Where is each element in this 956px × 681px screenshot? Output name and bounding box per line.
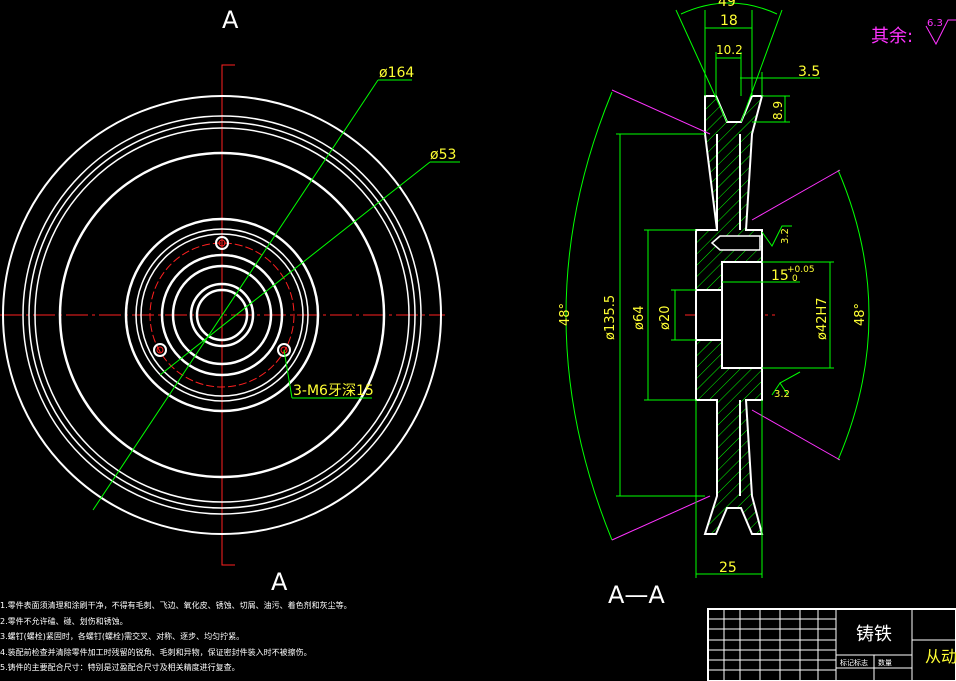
hub-ring-1 (135, 228, 309, 402)
small-bore-section (695, 289, 723, 341)
note-line: 1.零件表面须清理和涂刷干净，不得有毛刺、飞边、氧化皮、锈蚀、切屑、油污、着色剂… (0, 601, 352, 610)
title-block (707, 608, 956, 681)
dim-bore-depth: 15 (771, 268, 789, 284)
surface-finish-note: 其余: 6.3 (871, 18, 956, 47)
angle-leaders (611, 89, 841, 541)
dia-outer-label: ø164 (379, 65, 414, 81)
title-material: 铸铁 (856, 624, 892, 645)
dim-hub-diameter: ø64 (632, 306, 647, 331)
section-mark-bottom: A (271, 568, 288, 596)
section-view-label: A—A (608, 581, 665, 609)
title-qty-label: 数量 (878, 658, 892, 667)
note-line: 2.零件不允许磕、碰、划伤和锈蚀。 (0, 616, 128, 626)
dim-bore: ø42H7 (815, 297, 830, 340)
hub-ring-2 (140, 233, 304, 397)
rim-angle-arcs (565, 91, 870, 541)
rim-groove-2 (28, 121, 416, 509)
section-hatch-bottom (695, 339, 764, 535)
rim-groove-3 (34, 127, 410, 503)
dim-groove-bottom: 10.2 (716, 43, 743, 57)
section-mark-top: A (222, 6, 239, 34)
dia-hub-label: ø53 (430, 147, 456, 163)
rim-inner (58, 151, 386, 479)
bolt-circle (149, 242, 295, 388)
section-hatch-top (695, 95, 764, 291)
section-view: 49 18 10.2 3.5 8.9 ø135.5 ø64 ø20 ø42H7 … (558, 0, 870, 609)
note-line: 5.铸件的主要配合尺寸：特别是过盈配合尺寸及相关精度进行复查。 (0, 663, 240, 672)
dim-bore-tol-lower: 0 (792, 274, 798, 284)
dim-edge-offset: 3.5 (798, 64, 820, 80)
front-view: ø164 ø53 3-M6牙深15 A A (0, 6, 460, 596)
dim-groove-width: 18 (720, 13, 738, 29)
note-line: 3.螺钉(螺栓)紧固时，各螺钉(螺栓)需交叉、对称、逐步、均匀拧紧。 (0, 632, 245, 641)
groove-angle-lines (675, 2, 820, 123)
title-mark-label: 标记标志 (840, 658, 868, 667)
hub-ring-4 (171, 264, 273, 366)
bore-inner (195, 288, 249, 342)
surface-finish-value: 6.3 (927, 18, 943, 29)
roughness-1: 3.2 (780, 228, 791, 244)
dim-angle-right: 48° (853, 303, 868, 326)
rim-outer (2, 95, 442, 535)
dim-top-width: 49 (718, 0, 736, 10)
title-block-grid (708, 609, 836, 681)
technical-notes: 1.零件表面须清理和涂刷干净，不得有毛刺、飞边、氧化皮、锈蚀、切屑、油污、着色剂… (0, 598, 700, 676)
surface-finish-label: 其余: (871, 26, 913, 47)
bore-section (721, 261, 763, 369)
front-dimension-leaders (92, 79, 460, 511)
title-part-name: 从动带轮 (925, 647, 956, 666)
dim-hub-width: 25 (719, 560, 737, 576)
hub-ring-3 (160, 253, 284, 377)
threaded-holes (153, 236, 291, 357)
section-thread-hole (710, 235, 761, 251)
roughness-2: 3.2 (774, 389, 790, 400)
dim-bore-tol-upper: +0.05 (787, 265, 815, 275)
dim-angle-left: 48° (558, 303, 573, 326)
roughness-symbols (761, 225, 801, 396)
bore-outer (189, 282, 255, 348)
thread-note: 3-M6牙深15 (293, 383, 374, 399)
hub-outer (124, 217, 320, 413)
note-line: 4.装配前检查并清除零件加工时残留的锐角、毛刺和异物，保证密封件装入时不被擦伤。 (0, 647, 312, 657)
dim-pitch-diameter: ø135.5 (603, 295, 618, 340)
section-diameter-dims (616, 133, 834, 578)
dim-small-diameter: ø20 (658, 306, 673, 331)
dim-groove-depth: 8.9 (771, 101, 785, 120)
rim-groove-1 (22, 115, 422, 515)
